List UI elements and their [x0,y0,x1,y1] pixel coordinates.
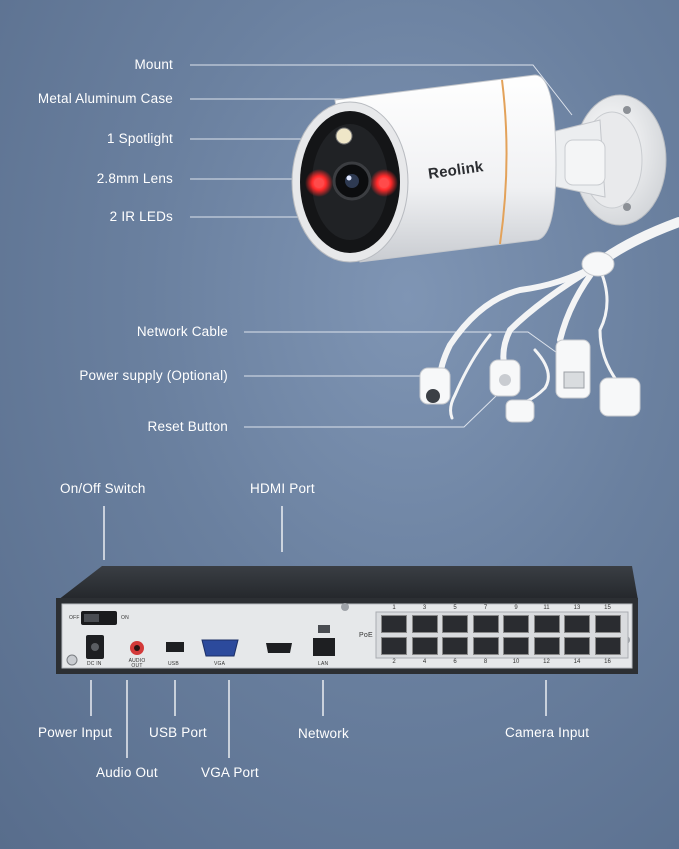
poe-port-bottom [503,637,529,655]
leader-network-cable [244,331,561,356]
label-usb-port: USB Port [149,725,207,740]
poe-port-number-top: 11 [543,605,550,611]
cable-connectors [419,251,641,423]
poe-port-number-bottom: 14 [573,659,581,665]
poe-port-top [594,615,621,633]
poe-port-number-top: 7 [483,605,488,611]
poe-port-top [472,615,499,633]
label-hdmi-port: HDMI Port [250,481,315,496]
label-metal-case: Metal Aluminum Case [37,91,173,106]
poe-port-number-top: 13 [573,605,581,611]
leader-reset-button [244,395,497,428]
label-network-cable: Network Cable [136,324,228,339]
nvr-leader-lines [90,506,547,758]
poe-port-number-bottom: 12 [543,659,550,665]
panel-text-off: OFF [69,615,80,621]
poe-port-top [503,615,529,633]
poe-port-bottom [442,637,468,655]
panel-text-usb: USB [168,661,179,667]
panel-text-vga: VGA [214,661,226,667]
label-spotlight: 1 Spotlight [107,131,173,146]
poe-port-top [411,615,438,633]
label-mount: Mount [134,57,173,72]
poe-port-top [442,615,468,633]
poe-port-bottom [533,637,560,655]
poe-port-top [533,615,560,633]
poe-port-number-top: 3 [422,605,427,611]
label-camera-input: Camera Input [505,725,590,740]
label-power-input: Power Input [38,725,113,740]
poe-port-number-bottom: 10 [512,659,520,665]
poe-port-bottom [564,637,590,655]
poe-port-number-bottom: 4 [422,659,427,665]
label-reset-button: Reset Button [147,419,228,434]
poe-port-number-top: 15 [604,605,611,611]
poe-port-number-bottom: 2 [392,659,396,665]
panel-text-on: ON [121,615,129,621]
poe-port-top [381,615,407,633]
poe-port-top [564,615,590,633]
label-power-supply: Power supply (Optional) [79,368,228,383]
poe-port-bottom [594,637,621,655]
label-network: Network [298,726,349,741]
poe-port-number-bottom: 6 [453,659,457,665]
panel-text-audio-out: AUDIO OUT [128,658,146,669]
poe-port-bottom [411,637,438,655]
panel-text-poe: PoE [359,632,373,639]
label-onoff-switch: On/Off Switch [60,481,146,496]
poe-port-number-top: 1 [392,605,396,611]
label-vga-port: VGA Port [201,765,259,780]
label-lens: 2.8mm Lens [96,171,173,186]
poe-port-bottom [472,637,499,655]
poe-port-number-bottom: 8 [483,659,488,665]
leader-mount [190,64,573,116]
label-ir-leds: 2 IR LEDs [109,209,173,224]
label-audio-out: Audio Out [96,765,158,780]
panel-text-lan: LAN [318,661,329,667]
poe-port-number-bottom: 16 [604,659,611,665]
poe-port-number-top: 9 [514,605,518,611]
poe-port-bottom [381,637,407,655]
camera-body [291,74,557,263]
camera-mount [547,94,667,226]
panel-text-dc-in: DC IN [87,661,102,667]
poe-port-number-top: 5 [453,605,457,611]
nvr-device [56,566,638,674]
